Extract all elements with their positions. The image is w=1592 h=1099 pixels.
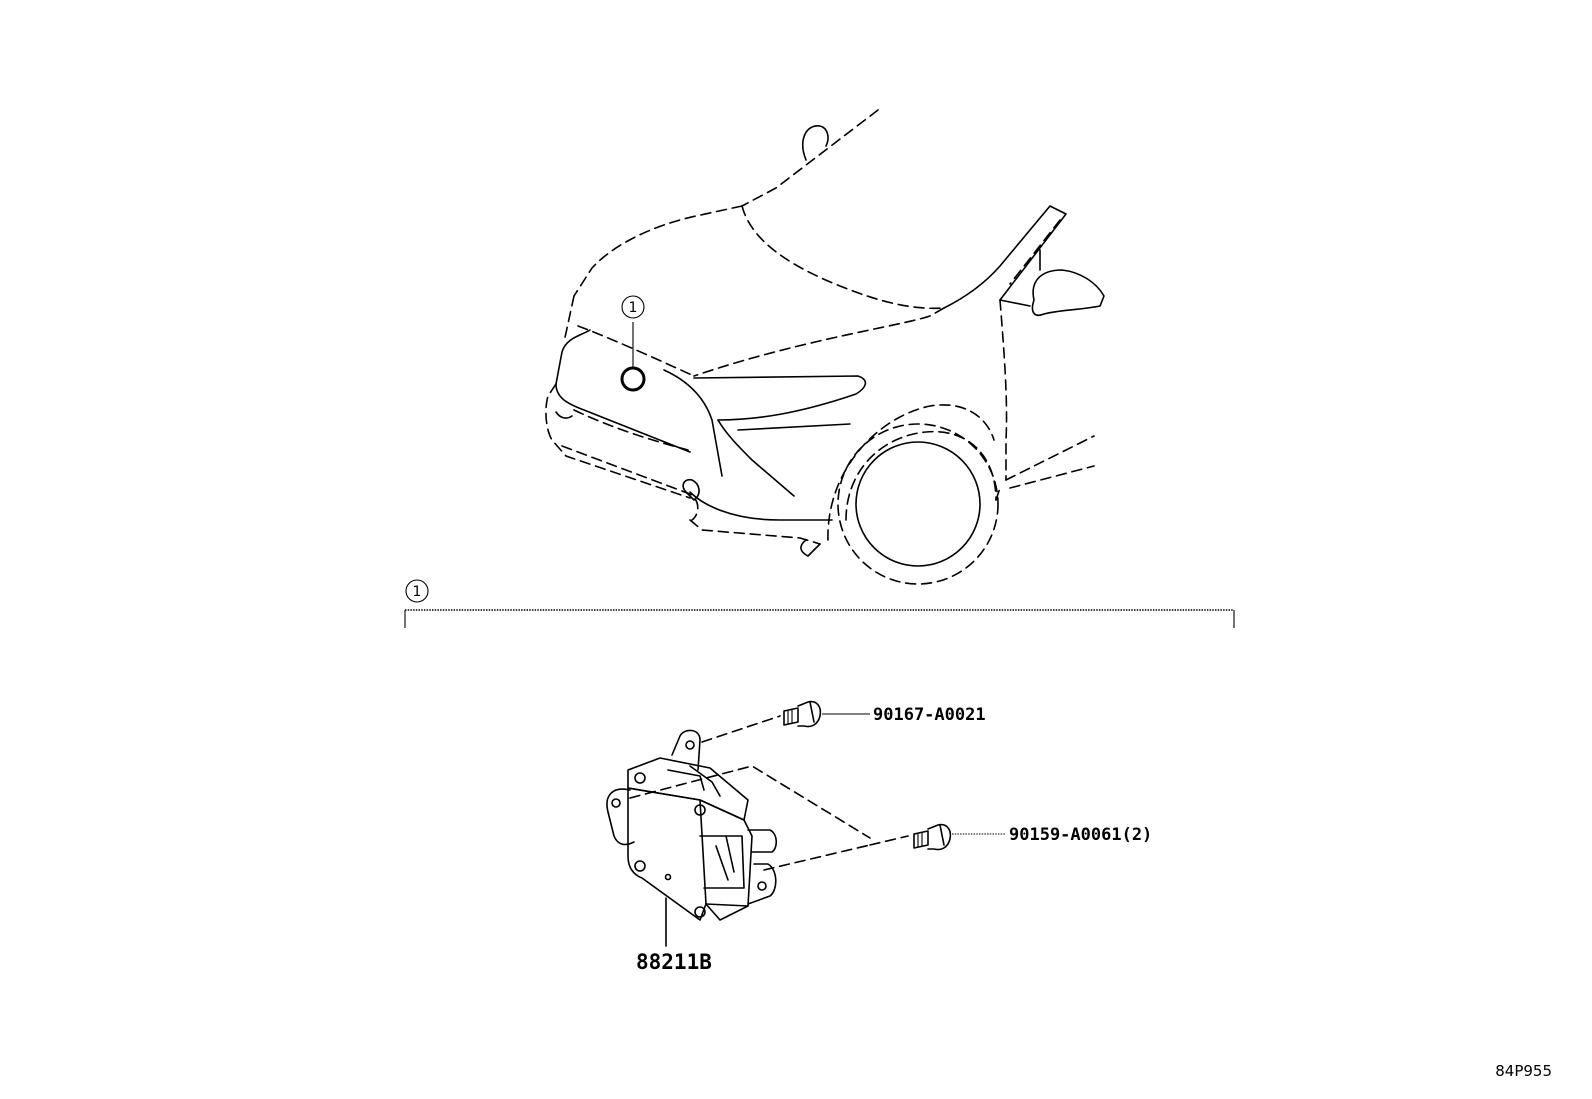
group-bracket	[404, 579, 1235, 628]
callout-number-group: 1	[413, 584, 422, 600]
component-location-marker	[620, 295, 646, 392]
callout-number-upper: 1	[629, 300, 638, 316]
part-label-90167-a0021: 90167-A0021	[873, 705, 986, 725]
bolt-icon	[913, 823, 1006, 851]
vehicle-outline-icon	[545, 109, 1105, 585]
control-module-icon	[606, 729, 778, 921]
part-label-88211b: 88211B	[636, 950, 712, 974]
diagram-reference-code: 84P955	[1495, 1062, 1552, 1080]
part-label-90159-a0061: 90159-A0061(2)	[1009, 825, 1152, 845]
bolt-icon	[783, 700, 870, 728]
alignment-lines	[629, 715, 909, 871]
